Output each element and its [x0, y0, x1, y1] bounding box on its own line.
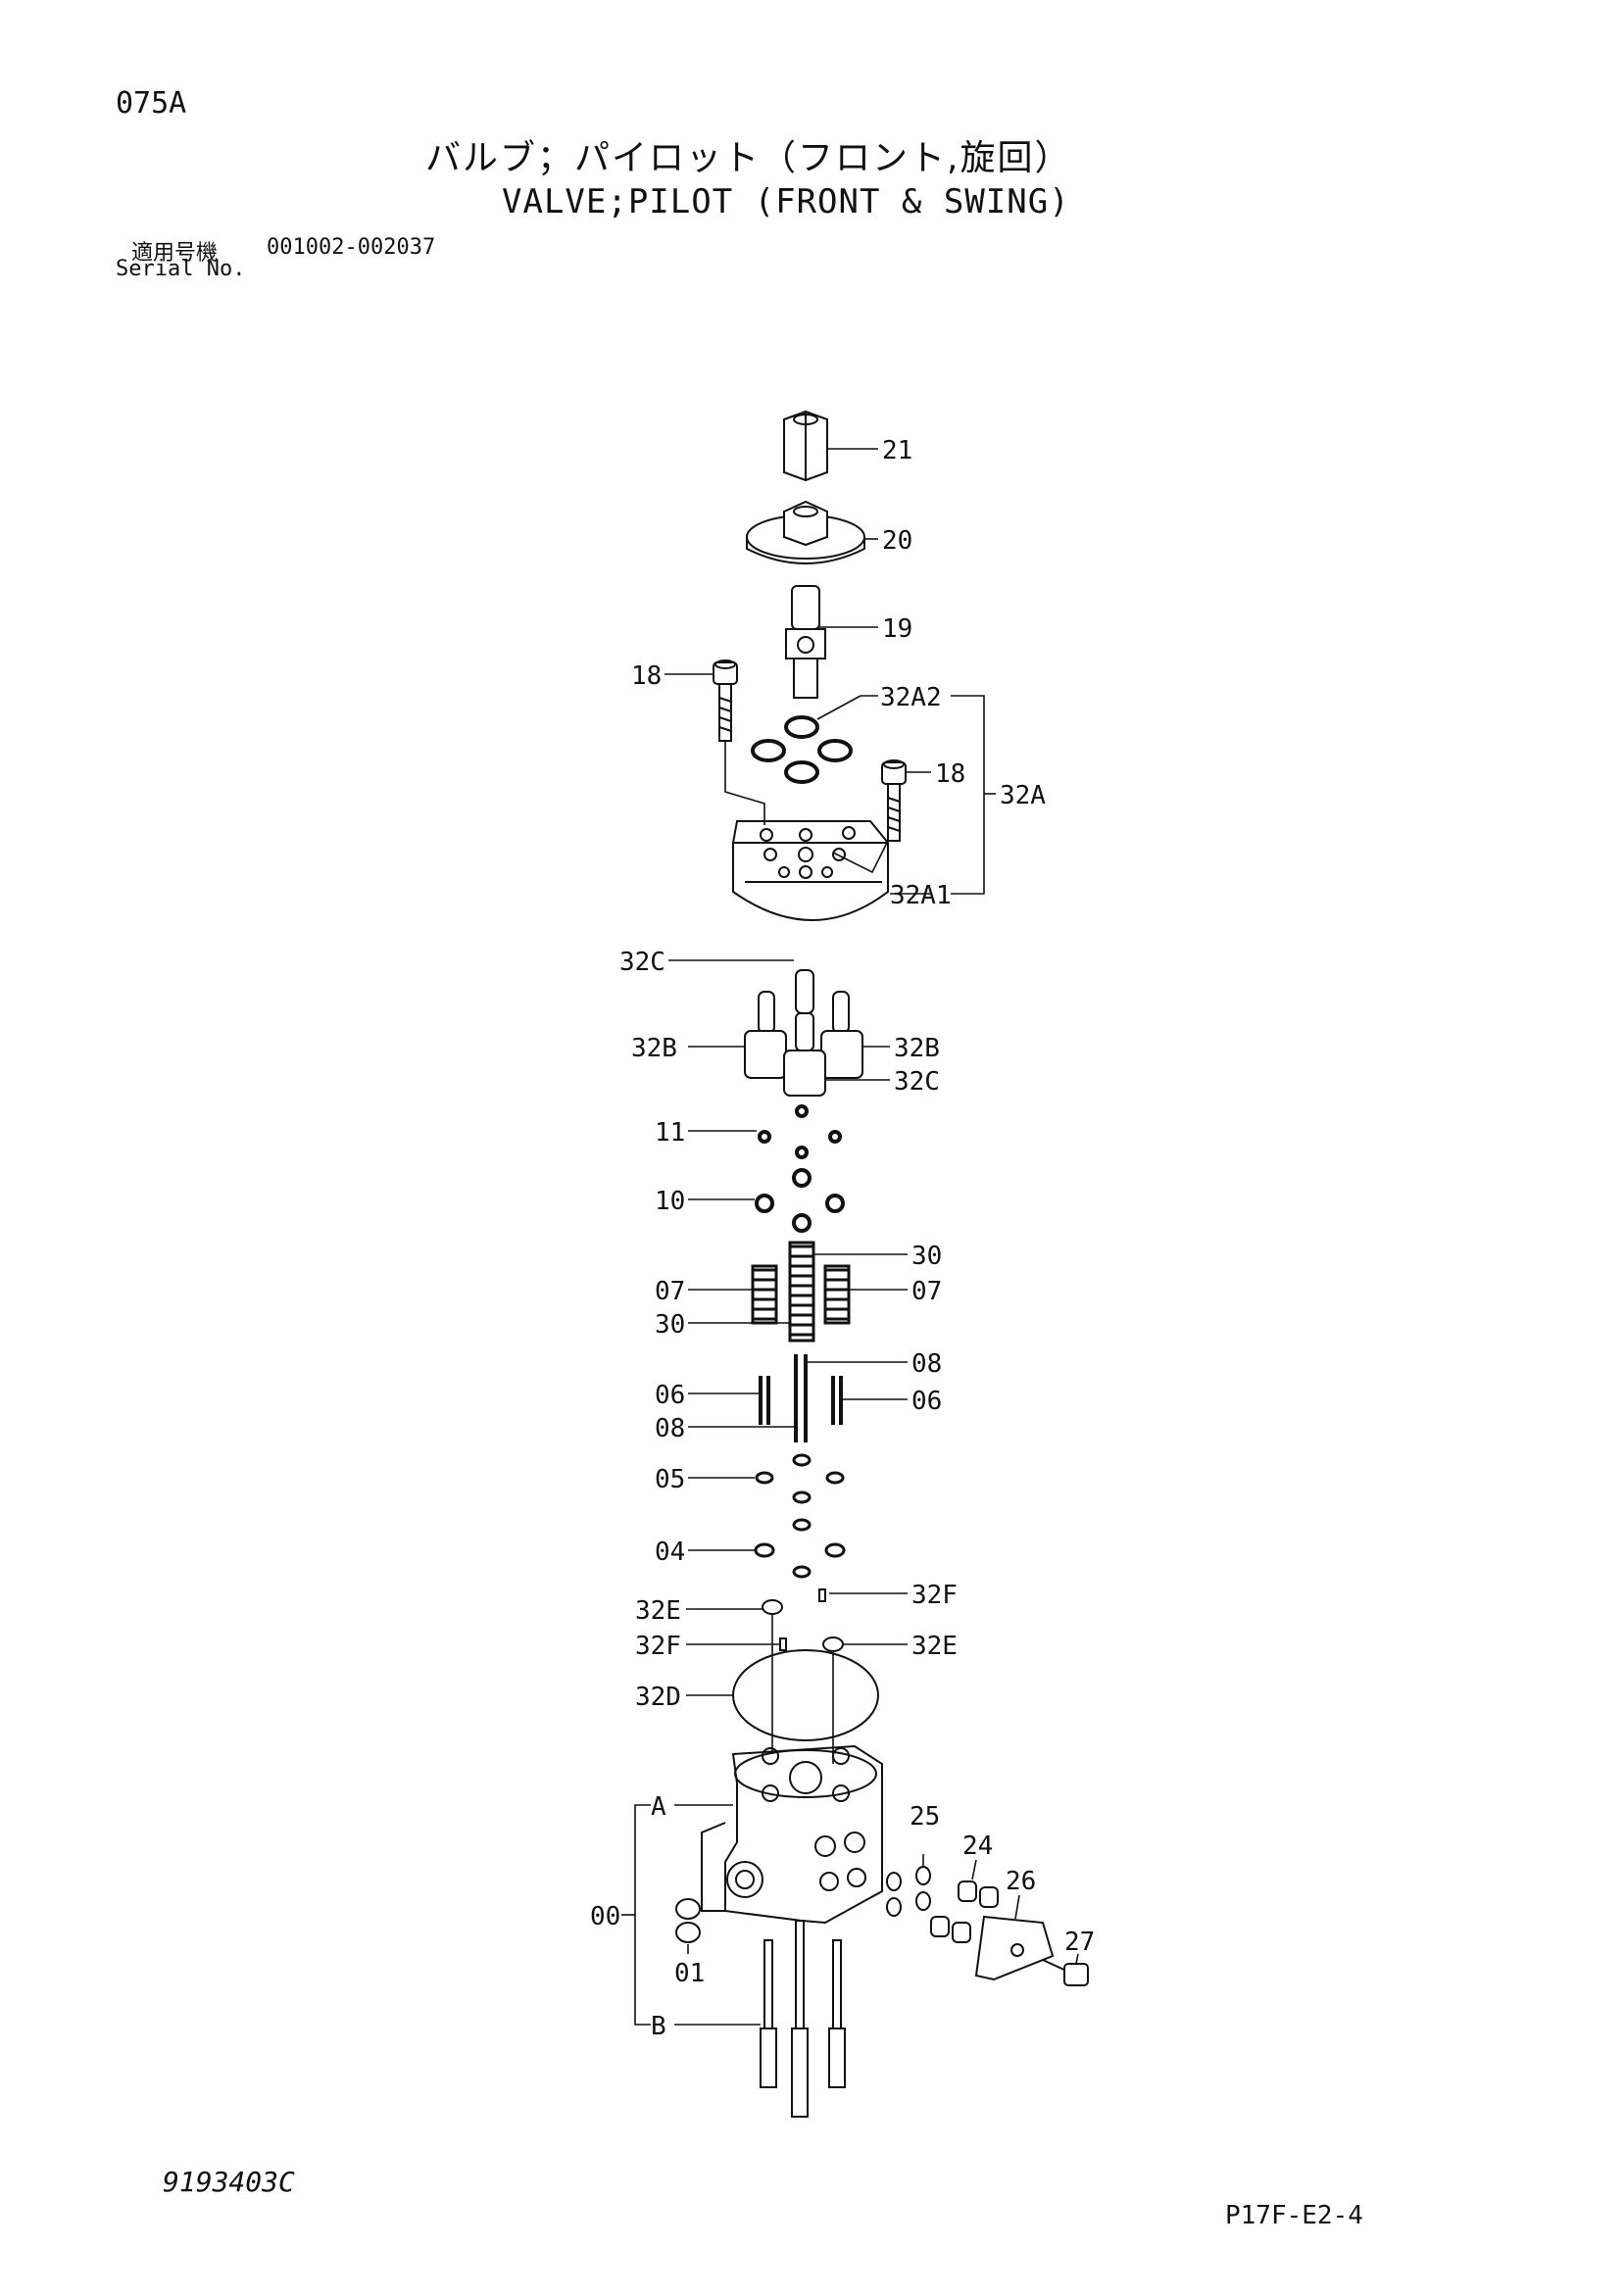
callout-27: 27	[1064, 1928, 1095, 1957]
callout-10: 10	[655, 1187, 685, 1216]
callout-21: 21	[882, 436, 912, 465]
title-japanese: バルブ；パイロット（フロント,旋回）	[425, 138, 1072, 178]
part-01-plugs	[675, 1898, 701, 1943]
leader-lines	[621, 448, 1079, 2026]
callout-07-right: 07	[911, 1277, 942, 1306]
part-24-plugs	[930, 1881, 999, 1943]
callout-32A: 32A	[1000, 781, 1046, 810]
callout-18-left: 18	[631, 661, 662, 691]
callout-11: 11	[655, 1118, 685, 1148]
callout-18-right: 18	[935, 759, 965, 789]
callout-32A1: 32A1	[890, 881, 952, 910]
callout-07-left: 07	[655, 1277, 685, 1306]
callout-32A2: 32A2	[880, 683, 942, 712]
callout-A: A	[651, 1792, 666, 1822]
page-reference: P17F-E2-4	[1225, 2201, 1363, 2230]
part-11-10-washers	[755, 1104, 845, 1233]
part-21-hex-coupling	[783, 410, 828, 482]
serial-label-english: Serial No.	[116, 257, 246, 281]
part-18-bolt-left	[713, 659, 738, 742]
callout-08-upper: 08	[911, 1349, 942, 1379]
part-06-08-springs	[759, 1354, 843, 1442]
callout-00: 00	[590, 1902, 620, 1931]
serial-label-japanese: 適用号機	[131, 241, 219, 266]
part-B-spools	[760, 1920, 846, 2118]
part-32A1-casing	[732, 820, 889, 921]
callout-01: 01	[674, 1959, 705, 1988]
part-25-o-rings	[886, 1866, 931, 1917]
callout-24: 24	[962, 1832, 993, 1861]
callout-32F-left: 32F	[635, 1632, 681, 1661]
callout-32E-right: 32E	[911, 1632, 958, 1661]
callout-B: B	[651, 2012, 666, 2041]
callout-32C-lower: 32C	[894, 1067, 940, 1097]
part-19-joint	[785, 585, 826, 699]
callout-labels: 21 20 19 18 32A2 18 32A 32A1 32C 32B 32B…	[590, 436, 1095, 2041]
callout-06-right: 06	[911, 1387, 942, 1416]
callout-26: 26	[1006, 1867, 1036, 1896]
callout-04: 04	[655, 1538, 685, 1567]
part-05-04-washers	[754, 1453, 846, 1579]
callout-25: 25	[910, 1802, 940, 1832]
callout-32E-left: 32E	[635, 1596, 681, 1626]
part-A-body	[701, 1744, 883, 1925]
callout-19: 19	[882, 614, 912, 644]
callout-32B-right: 32B	[894, 1034, 940, 1063]
part-26-plate	[974, 1915, 1055, 1981]
callout-32C-upper: 32C	[619, 948, 665, 977]
part-32A2-seals	[751, 715, 853, 784]
callout-32D: 32D	[635, 1683, 681, 1712]
part-32E-32F-32D-seals	[732, 1588, 879, 1741]
callout-30-lower: 30	[655, 1310, 685, 1340]
callout-05: 05	[655, 1465, 685, 1494]
callout-08-lower: 08	[655, 1414, 685, 1443]
page-code: 075A	[116, 86, 187, 121]
callout-06-left: 06	[655, 1381, 685, 1410]
part-27-bolt	[1042, 1959, 1089, 1986]
callout-32B-left: 32B	[631, 1034, 677, 1063]
part-18-bolt-right	[881, 759, 907, 842]
callout-32F-right: 32F	[911, 1581, 958, 1610]
callout-30-upper: 30	[911, 1242, 942, 1271]
part-32B-32C-pushers	[744, 969, 863, 1097]
part-07-30-springs	[751, 1241, 851, 1343]
serial-range: 001002-002037	[267, 235, 436, 260]
drawing-number: 9193403C	[163, 2166, 295, 2198]
part-20-cap-nut	[746, 500, 865, 564]
callout-20: 20	[882, 526, 912, 556]
title-english: VALVE;PILOT (FRONT & SWING)	[502, 182, 1070, 221]
